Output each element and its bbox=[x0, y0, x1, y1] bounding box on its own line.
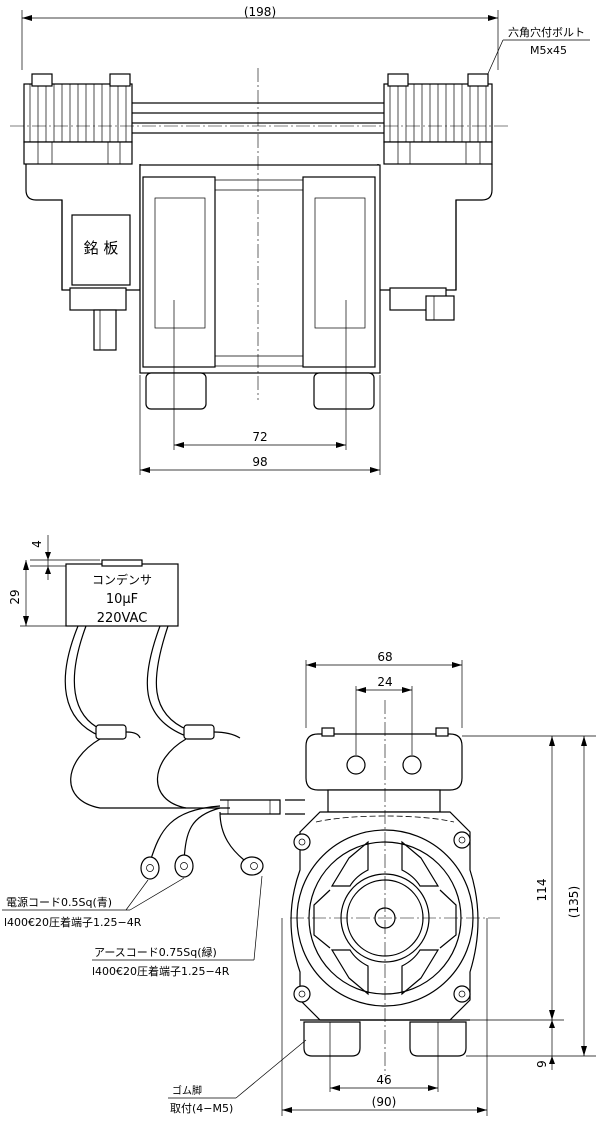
dim-height-114: 114 bbox=[535, 879, 549, 902]
capacitor-name: コンデンサ bbox=[92, 572, 152, 587]
dim-cap-offset: 4 bbox=[30, 540, 44, 548]
dim-head-pitch: 72 bbox=[252, 430, 267, 444]
power-cord-label: 電源コード0.5Sq(青) bbox=[6, 895, 112, 909]
mounting-label: 取付(4−M5) bbox=[170, 1102, 233, 1115]
outlet-left bbox=[93, 309, 117, 351]
dim-port-pitch: 24 bbox=[377, 675, 392, 689]
top-view: (198) 六角穴付ボルト M5x45 bbox=[10, 5, 590, 475]
cord-labels: 電源コード0.5Sq(青) l400€20圧着端子1.25−4R アースコード0… bbox=[2, 875, 263, 978]
outlet-right bbox=[425, 295, 455, 321]
front-view: 68 24 46 (90) 114 (135) bbox=[168, 650, 596, 1116]
bolt-size-label: M5x45 bbox=[530, 44, 567, 57]
earth-cord-label: アースコード0.75Sq(緑) bbox=[94, 945, 217, 959]
dim-front-width: 68 bbox=[377, 650, 392, 664]
dim-cap-height: 29 bbox=[8, 589, 22, 604]
left-head bbox=[23, 73, 133, 165]
dim-mount-pitch: 46 bbox=[376, 1073, 391, 1087]
capacitor-capacitance: 10μF bbox=[106, 592, 138, 607]
dim-front-total-width: (90) bbox=[372, 1095, 397, 1109]
power-cord-terminal: l400€20圧着端子1.25−4R bbox=[4, 915, 142, 929]
right-head bbox=[383, 73, 493, 165]
dim-overall-width: (198) bbox=[244, 5, 276, 19]
capacitor-wires bbox=[64, 625, 305, 880]
dim-height-total: (135) bbox=[567, 886, 581, 918]
earth-cord-terminal: l400€20圧着端子1.25−4R bbox=[92, 964, 230, 978]
nameplate bbox=[71, 214, 131, 286]
capacitor: コンデンサ 10μF 220VAC 4 29 bbox=[8, 535, 179, 627]
dim-body-width: 98 bbox=[252, 455, 267, 469]
nameplate-label: 銘 板 bbox=[84, 239, 119, 257]
bolt-label: 六角穴付ボルト bbox=[508, 25, 585, 39]
motor-body bbox=[139, 164, 381, 410]
dim-foot-height: 9 bbox=[535, 1060, 549, 1068]
rubber-foot-label: ゴム脚 bbox=[172, 1084, 202, 1097]
capacitor-voltage: 220VAC bbox=[97, 611, 148, 626]
